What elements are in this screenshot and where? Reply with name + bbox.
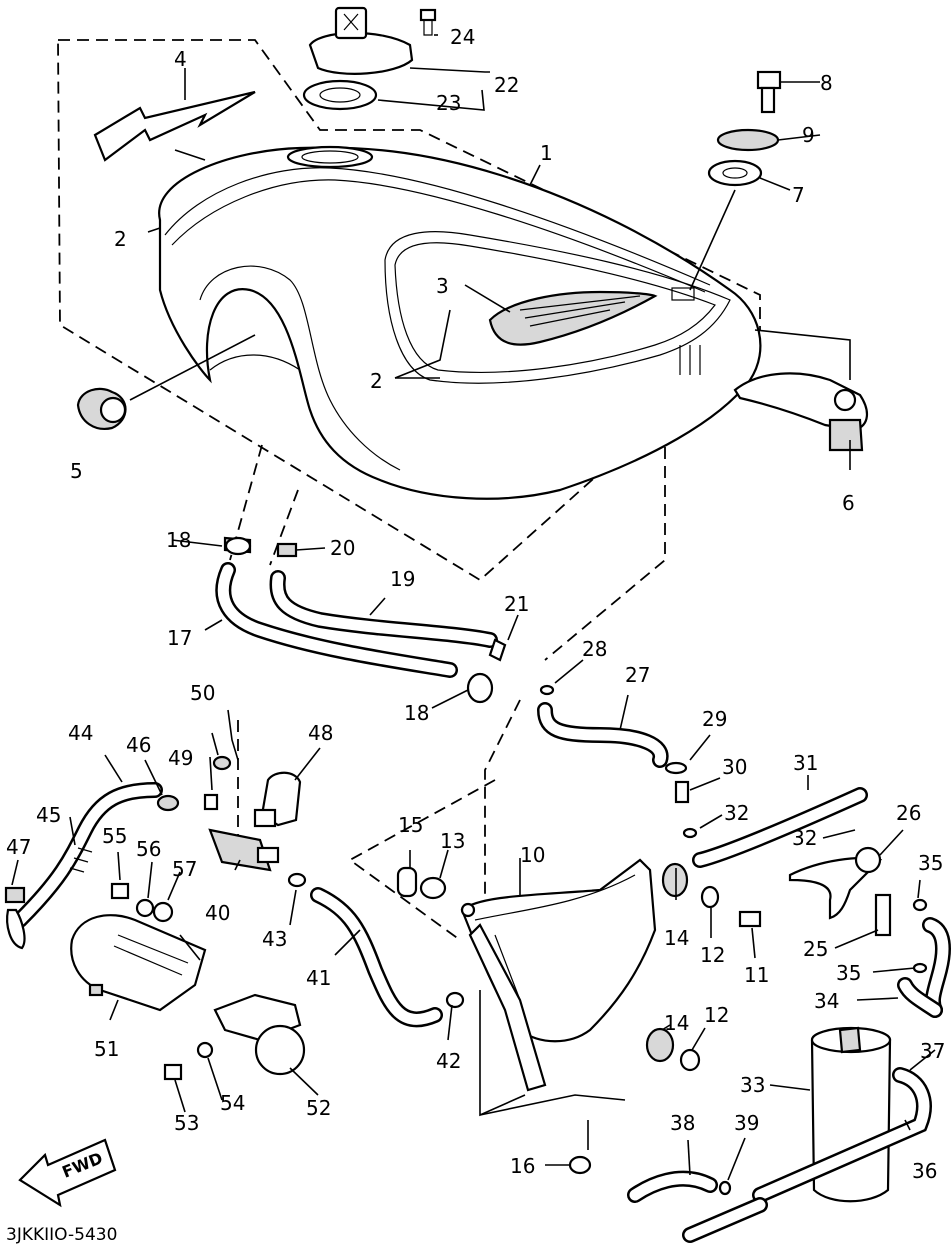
fuel-hose-41 — [287, 872, 465, 1028]
fwd-direction-arrow: FWD — [18, 1138, 117, 1208]
callout-34: 34 — [814, 989, 839, 1013]
callout-4: 4 — [174, 47, 187, 71]
callout-52: 52 — [306, 1096, 331, 1120]
tank-bracket — [733, 372, 868, 452]
callout-10: 10 — [520, 843, 545, 867]
callout-39: 39 — [734, 1111, 759, 1135]
callout-12-top: 12 — [700, 943, 725, 967]
callout-2-right: 2 — [370, 369, 383, 393]
callout-38: 38 — [670, 1111, 695, 1135]
callout-25: 25 — [803, 937, 828, 961]
callout-28: 28 — [582, 637, 607, 661]
callout-40: 40 — [205, 901, 230, 925]
callout-20: 20 — [330, 536, 355, 560]
callout-44: 44 — [68, 721, 93, 745]
callout-5: 5 — [70, 459, 83, 483]
callout-18-top: 18 — [166, 528, 191, 552]
callout-47: 47 — [6, 835, 31, 859]
callout-49: 49 — [168, 746, 193, 770]
callout-46: 46 — [126, 733, 151, 757]
mounting-hardware-rear — [707, 70, 782, 187]
callout-30: 30 — [722, 755, 747, 779]
callout-15: 15 — [398, 813, 423, 837]
callout-26: 26 — [896, 801, 921, 825]
fuel-line-27 — [537, 684, 669, 768]
callout-7: 7 — [792, 183, 805, 207]
callout-23: 23 — [436, 91, 461, 115]
callout-16: 16 — [510, 1154, 535, 1178]
callout-8: 8 — [820, 71, 833, 95]
callout-50: 50 — [190, 681, 215, 705]
callout-14-bottom: 14 — [664, 1011, 689, 1035]
callout-18-bottom: 18 — [404, 701, 429, 725]
callout-33: 33 — [740, 1073, 765, 1097]
callout-32-left: 32 — [724, 801, 749, 825]
callout-56: 56 — [136, 837, 161, 861]
callout-24: 24 — [450, 25, 475, 49]
tank-decal — [93, 90, 256, 162]
callout-29: 29 — [702, 707, 727, 731]
callout-57: 57 — [172, 857, 197, 881]
fuel-tank — [158, 145, 762, 500]
callout-35-top: 35 — [918, 851, 943, 875]
callout-19: 19 — [390, 567, 415, 591]
callout-55: 55 — [102, 824, 127, 848]
fuel-cap-assembly — [302, 6, 437, 111]
fuel-filter-bracket — [396, 858, 762, 1175]
callout-22: 22 — [494, 73, 519, 97]
callout-27: 27 — [625, 663, 650, 687]
callout-45: 45 — [36, 803, 61, 827]
callout-53: 53 — [174, 1111, 199, 1135]
breather-hoses — [215, 536, 507, 704]
callout-6: 6 — [842, 491, 855, 515]
callout-36: 36 — [912, 1159, 937, 1183]
callout-32-right: 32 — [792, 826, 817, 850]
callout-37: 37 — [920, 1039, 945, 1063]
callout-3: 3 — [436, 274, 449, 298]
callout-2-left: 2 — [114, 227, 127, 251]
callout-1: 1 — [540, 141, 553, 165]
callout-12-bottom: 12 — [704, 1003, 729, 1027]
callout-13: 13 — [440, 829, 465, 853]
callout-54: 54 — [220, 1091, 245, 1115]
callout-51: 51 — [94, 1037, 119, 1061]
fuel-pump-group — [4, 755, 302, 950]
diagram-code: 3JKKIIO-5430 — [6, 1225, 117, 1245]
callout-35-bottom: 35 — [836, 961, 861, 985]
pump-cover-group — [70, 882, 306, 1081]
callout-21: 21 — [504, 592, 529, 616]
canister-group — [627, 761, 951, 1243]
grommet-5 — [76, 387, 127, 430]
assembly-boundary — [57, 39, 761, 941]
callout-labels: 4 2 3 2 5 1 22 23 24 8 9 7 6 18 20 19 17… — [6, 25, 945, 1245]
callout-9: 9 — [802, 123, 815, 147]
callout-31: 31 — [793, 751, 818, 775]
callout-14-top: 14 — [664, 926, 689, 950]
callout-43: 43 — [262, 927, 287, 951]
callout-48: 48 — [308, 721, 333, 745]
leader-lines — [11, 34, 936, 1181]
callout-41: 41 — [306, 966, 331, 990]
callout-42: 42 — [436, 1049, 461, 1073]
callout-11: 11 — [744, 963, 769, 987]
tank-emblem — [488, 290, 658, 346]
callout-17: 17 — [167, 626, 192, 650]
